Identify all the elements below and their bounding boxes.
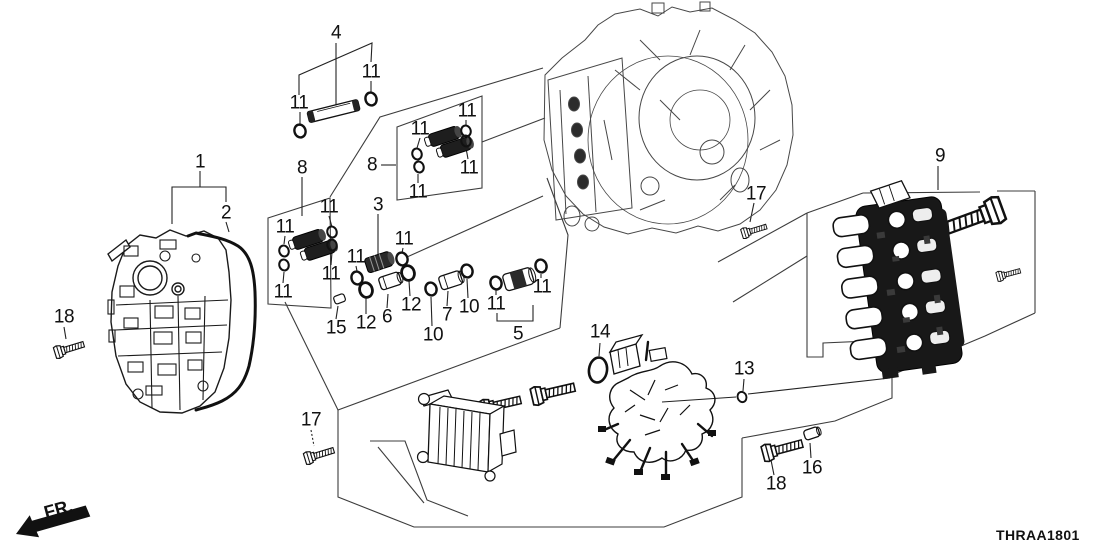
harness-drawing <box>598 333 716 480</box>
fr-direction-arrow-icon <box>16 505 91 538</box>
transmission-case-drawing <box>543 1 794 235</box>
valve-assembly-drawings <box>333 251 822 441</box>
gasket-drawing <box>186 231 257 412</box>
oring-drawings <box>276 89 749 405</box>
control-unit-drawing <box>416 389 517 482</box>
pipe-drawing <box>306 99 361 123</box>
diagram-code: THRAA1801 <box>996 527 1080 543</box>
valve-body-drawing <box>832 179 965 380</box>
secondary-body-cover-drawing <box>107 229 232 414</box>
